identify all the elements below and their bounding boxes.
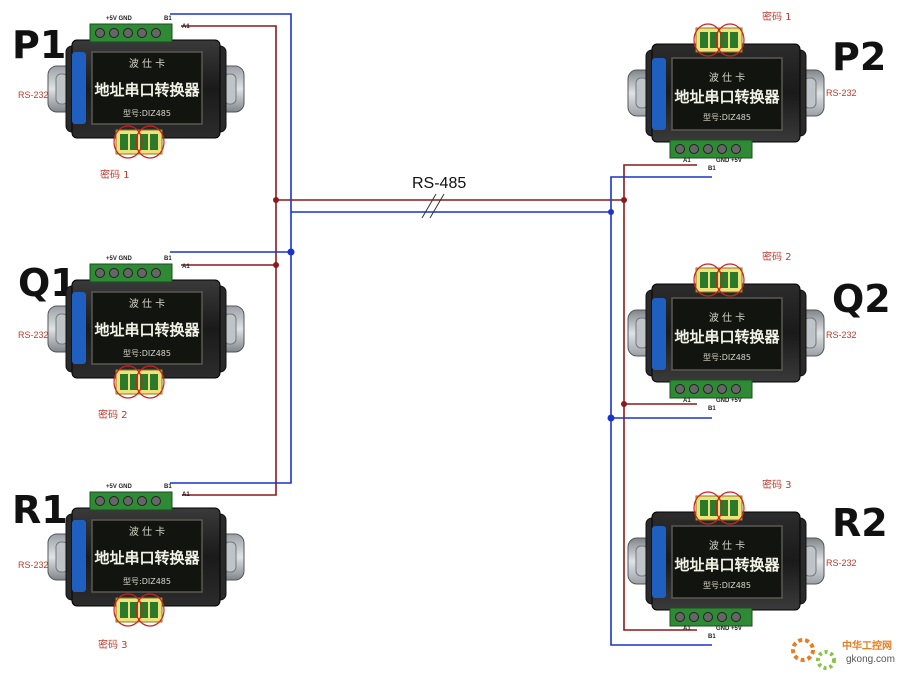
code-label-r1: 密码 3 xyxy=(98,638,128,651)
device-r1: R1 RS-232 波 仕 卡 地址串口转换器 型号:DIZ485 +5V GN… xyxy=(12,484,245,651)
terminal-b: B1 xyxy=(164,256,172,262)
rs232-label-r2: RS-232 xyxy=(826,558,857,568)
bus-label: RS-485 xyxy=(412,175,466,192)
code-label-q1: 密码 2 xyxy=(98,408,128,421)
device-p1: P1 RS-232 波 仕 卡 地址串口转换器 型号:DIZ485 +5V GN… xyxy=(12,16,245,181)
terminal-b: B1 xyxy=(708,406,716,412)
device-id-q2: Q2 xyxy=(832,277,891,321)
code-label-q2: 密码 2 xyxy=(762,250,792,263)
conv-line2: 地址串口转换器 xyxy=(94,81,200,99)
watermark-cn: 中华工控网 xyxy=(842,639,892,652)
conv-line2: 地址串口转换器 xyxy=(674,88,780,106)
wire-junctions xyxy=(273,197,627,422)
conv-line1: 波 仕 卡 xyxy=(709,71,745,84)
gear-icon xyxy=(791,638,815,662)
conv-line3: 型号:DIZ485 xyxy=(703,353,751,362)
bus-break-mark xyxy=(421,193,437,219)
conv-line2: 地址串口转换器 xyxy=(674,328,780,346)
rs232-label-p1: RS-232 xyxy=(18,90,49,100)
bus-break-mark-2 xyxy=(429,193,445,219)
watermark: 中华工控网 gkong.com xyxy=(791,638,895,670)
pwr-label: GND +5V xyxy=(716,626,742,632)
watermark-url: gkong.com xyxy=(846,654,895,665)
gear-icon-small xyxy=(816,650,836,670)
terminal-b: B1 xyxy=(708,634,716,640)
device-r2: R2 RS-232 波 仕 卡 地址串口转换器 型号:DIZ485 GND +5… xyxy=(627,478,888,640)
conv-line3: 型号:DIZ485 xyxy=(703,113,751,122)
converter-q1: 波 仕 卡 地址串口转换器 型号:DIZ485 +5V GND B1 A1 xyxy=(47,256,245,399)
device-p2: P2 RS-232 波 仕 卡 地址串口转换器 型号:DIZ485 GND +5… xyxy=(627,10,886,172)
conv-line3: 型号:DIZ485 xyxy=(703,581,751,590)
device-id-r2: R2 xyxy=(832,501,888,545)
conv-line1: 波 仕 卡 xyxy=(129,297,165,310)
pwr-label: GND +5V xyxy=(716,398,742,404)
rs232-label-p2: RS-232 xyxy=(826,88,857,98)
pwr-label: +5V GND xyxy=(106,256,133,262)
rs232-label-q2: RS-232 xyxy=(826,330,857,340)
device-q1: Q1 RS-232 波 仕 卡 地址串口转换器 型号:DIZ485 +5V GN… xyxy=(18,256,245,421)
terminal-a: A1 xyxy=(683,398,691,404)
device-id-r1: R1 xyxy=(12,488,68,532)
conv-line2: 地址串口转换器 xyxy=(94,321,200,339)
terminal-a: A1 xyxy=(683,626,691,632)
terminal-a: A1 xyxy=(182,264,190,270)
pwr-label: +5V GND xyxy=(106,16,133,22)
code-label-p2: 密码 1 xyxy=(762,10,792,23)
conv-line1: 波 仕 卡 xyxy=(709,539,745,552)
device-q2: Q2 RS-232 波 仕 卡 地址串口转换器 型号:DIZ485 GND +5… xyxy=(627,250,891,412)
rs232-label-r1: RS-232 xyxy=(18,560,49,570)
terminal-b: B1 xyxy=(164,484,172,490)
terminal-b: B1 xyxy=(164,16,172,22)
conv-line3: 型号:DIZ485 xyxy=(123,349,171,358)
rs232-label-q1: RS-232 xyxy=(18,330,49,340)
conv-line1: 波 仕 卡 xyxy=(129,57,165,70)
conv-line1: 波 仕 卡 xyxy=(709,311,745,324)
conv-line1: 波 仕 卡 xyxy=(129,525,165,538)
terminal-a: A1 xyxy=(683,158,691,164)
code-label-r2: 密码 3 xyxy=(762,478,792,491)
pwr-label: GND +5V xyxy=(716,158,742,164)
converter-r1: 波 仕 卡 地址串口转换器 型号:DIZ485 +5V GND B1 A1 xyxy=(47,484,245,627)
code-label-p1: 密码 1 xyxy=(100,168,130,181)
conv-line3: 型号:DIZ485 xyxy=(123,109,171,118)
pwr-label: +5V GND xyxy=(106,484,133,490)
terminal-b: B1 xyxy=(708,166,716,172)
conv-line2: 地址串口转换器 xyxy=(674,556,780,574)
device-id-p2: P2 xyxy=(832,35,886,79)
converter-p1: 波 仕 卡 地址串口转换器 型号:DIZ485 +5V GND B1 A1 xyxy=(47,16,245,159)
terminal-a: A1 xyxy=(182,492,190,498)
device-id-p1: P1 xyxy=(12,23,66,67)
conv-line2: 地址串口转换器 xyxy=(94,549,200,567)
conv-line3: 型号:DIZ485 xyxy=(123,577,171,586)
terminal-a: A1 xyxy=(182,24,190,30)
